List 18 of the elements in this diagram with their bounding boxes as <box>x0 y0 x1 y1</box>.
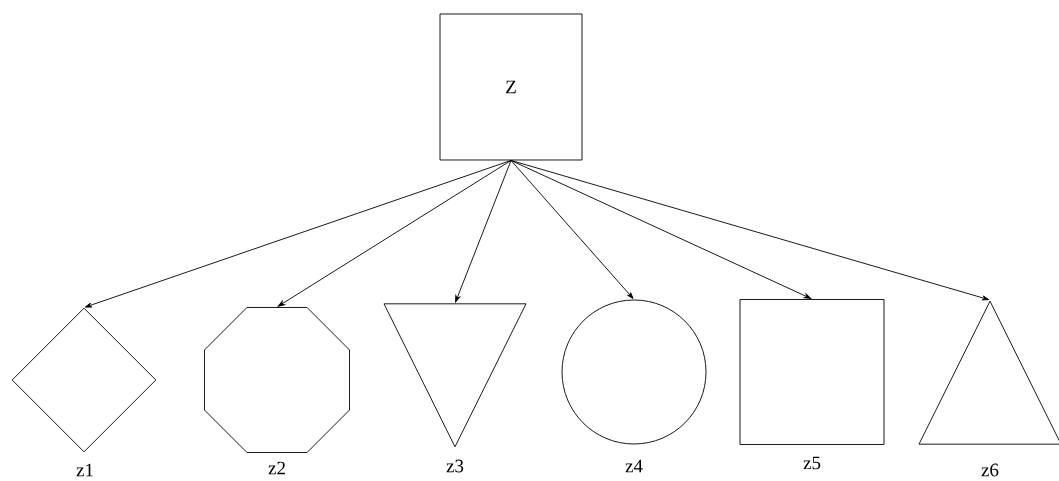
arrow <box>277 160 512 307</box>
triangle-shape <box>918 300 1059 445</box>
diamond-shape <box>11 307 157 453</box>
shape-label: z6 <box>981 463 999 477</box>
shape-label: z5 <box>803 456 821 470</box>
process-box: Z <box>439 13 583 161</box>
octagon-shape <box>204 307 350 453</box>
arrow <box>84 160 512 308</box>
shape-label: z2 <box>268 461 285 475</box>
arrow <box>510 160 990 301</box>
shape-label: z3 <box>446 459 464 473</box>
circle-shape <box>561 299 707 445</box>
square-box <box>739 299 885 445</box>
triangle-shape <box>383 303 527 448</box>
arrow <box>455 160 512 303</box>
shape-label: z4 <box>625 459 643 473</box>
arrow <box>510 160 634 299</box>
shape-label: z1 <box>76 463 93 477</box>
